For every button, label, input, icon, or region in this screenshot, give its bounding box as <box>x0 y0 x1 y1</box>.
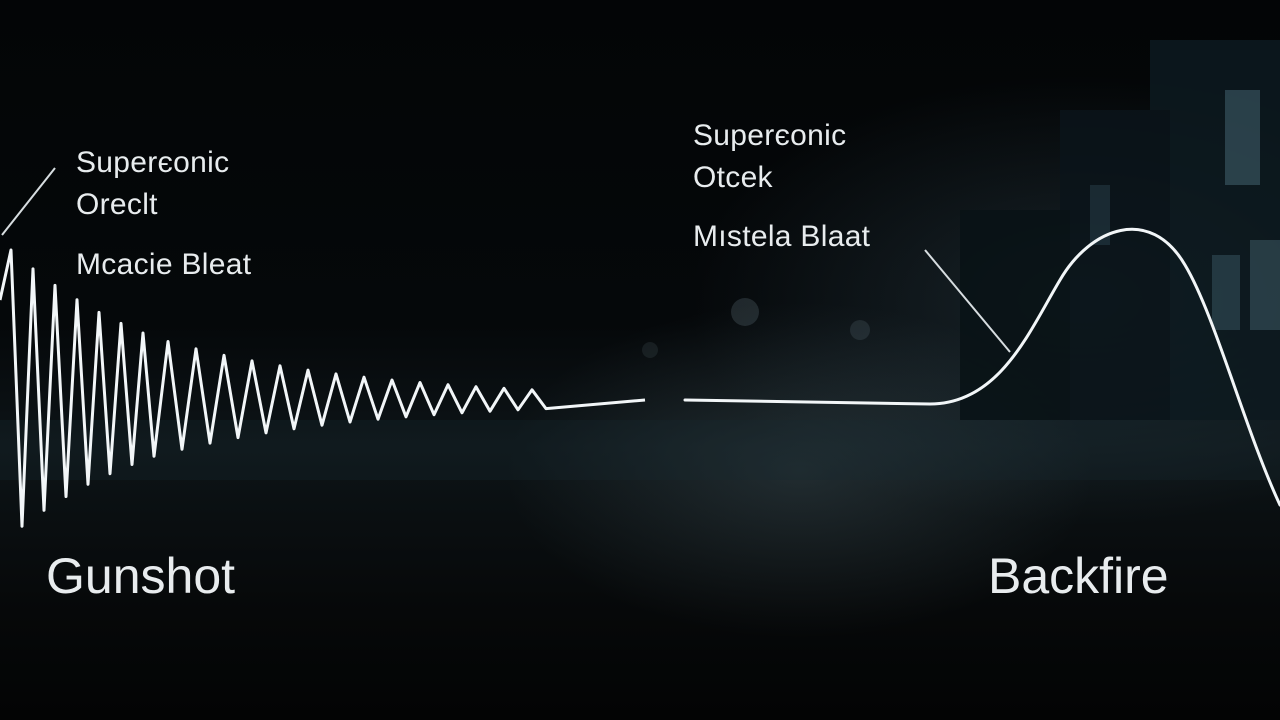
gunshot-waveform <box>0 248 646 528</box>
backfire-top-label-line1: Superєonic <box>693 119 847 152</box>
gunshot-title: Gunshot <box>46 548 236 604</box>
street-light-1 <box>731 298 759 326</box>
backfire-top-label-line2: Otcek <box>693 161 773 194</box>
street-light-2 <box>850 320 870 340</box>
backfire-pointer-line <box>924 249 1011 353</box>
street-light-3 <box>642 342 658 358</box>
pointer-lines <box>1 167 1011 353</box>
window-4 <box>1090 185 1110 245</box>
backfire-bottom-label: Mıstela Blaat <box>693 220 871 253</box>
backfire-title: Backfire <box>988 548 1169 604</box>
gunshot-bottom-label: Mcacie Bleat <box>76 248 252 281</box>
window-2 <box>1212 255 1240 330</box>
building-mid <box>1060 110 1170 420</box>
window-3 <box>1250 240 1280 330</box>
gunshot-top-label-line1: Superєonic <box>76 146 230 179</box>
window-1 <box>1225 90 1260 185</box>
road-sheen <box>0 420 1280 480</box>
gunshot-top-label-line2: Oreclt <box>76 188 158 221</box>
building-far <box>960 210 1070 420</box>
building-right <box>1150 40 1280 420</box>
backfire-waveform <box>683 227 1280 507</box>
gunshot-pointer-line <box>1 167 56 236</box>
